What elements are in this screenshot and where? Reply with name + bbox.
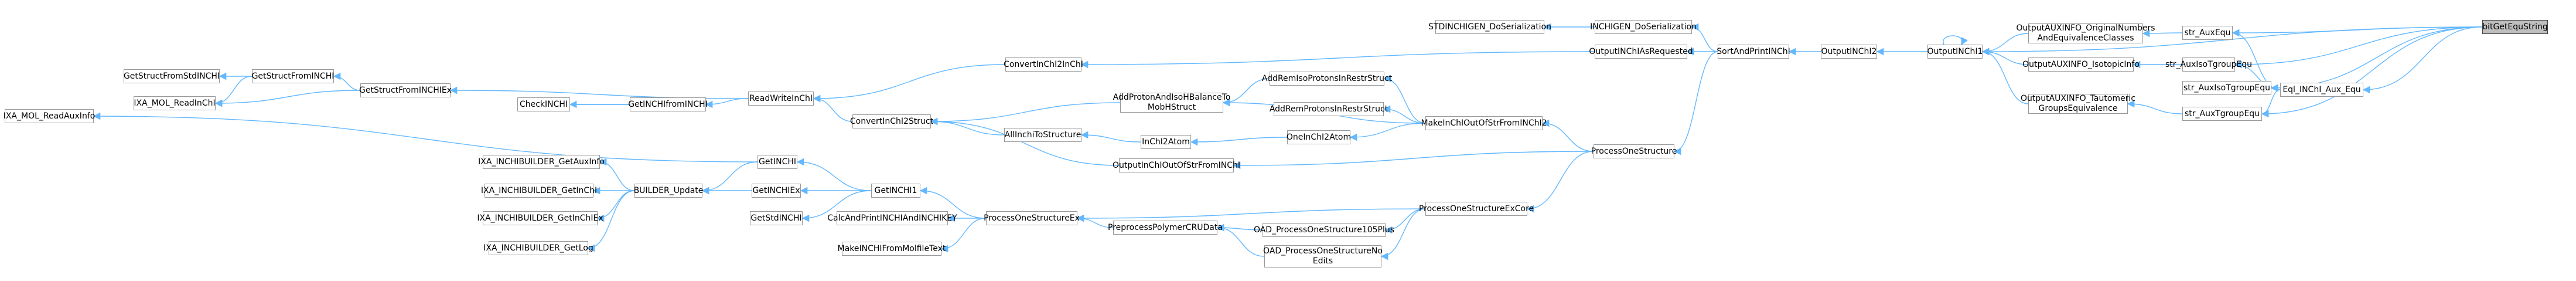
- node-readwriteinchi[interactable]: ReadWriteInChI: [748, 92, 814, 106]
- node-preprocesspolymercrudata[interactable]: PreprocessPolymerCRUData: [1108, 221, 1223, 235]
- node-processonestructureexcore[interactable]: ProcessOneStructureExCore: [1419, 202, 1534, 216]
- node-addremprotonsinrestrstruct[interactable]: AddRemProtonsInRestrStruct: [1270, 102, 1388, 116]
- edge-22: [1673, 51, 1718, 155]
- edge-8: [2127, 100, 2183, 114]
- node-getstructfrominchiex[interactable]: GetStructFromINCHIEx: [359, 83, 452, 97]
- edge-42: [1080, 131, 1141, 143]
- node-allinchitostructure[interactable]: AllInchiToStructure: [1004, 128, 1081, 142]
- edge-16: [1943, 35, 1968, 46]
- node-stdinchigen-doserialization[interactable]: STDINCHIGEN_DoSerialization: [1428, 20, 1551, 34]
- node-checkinchi[interactable]: CheckINCHI: [517, 97, 570, 111]
- edge-41: [1383, 105, 1426, 124]
- node-str-auxequ[interactable]: str_AuxEqu: [2182, 26, 2233, 40]
- node-outputauxinfo-tautomeric[interactable]: OutputAUXINFO_Tautomeric GroupsEquivalen…: [2020, 94, 2136, 114]
- edge-19: [1691, 23, 1718, 52]
- node-ixa-mol-readinchi[interactable]: IXA_MOL_ReadInChI: [134, 96, 216, 110]
- node-getinchifrominchi[interactable]: GetINCHIfromINCHI: [628, 97, 708, 111]
- edge-30: [214, 76, 253, 107]
- node-sortandprintinchi[interactable]: SortAndPrintINChI: [1717, 45, 1790, 59]
- node-getinchi[interactable]: GetINCHI: [758, 155, 797, 169]
- edge-54: [919, 187, 987, 219]
- node-getinchiex[interactable]: GetINCHIEx: [752, 184, 801, 198]
- edge-3: [2261, 26, 2483, 118]
- edge-1: [2362, 26, 2483, 94]
- edge-49: [1384, 208, 1426, 234]
- node-ixa-inchibuilder-getinchi[interactable]: IXA_INCHIBUILDER_GetInChI: [481, 184, 597, 198]
- edge-26: [705, 98, 749, 109]
- node-getstructfromstdinchi[interactable]: GetStructFromStdINCHI: [124, 69, 220, 83]
- edge-46: [1233, 151, 1594, 170]
- node-processonestructureex[interactable]: ProcessOneStructureEx: [984, 211, 1080, 225]
- edge-53: [1216, 224, 1265, 257]
- node-str-auxisotgroupequ2[interactable]: str_AuxIsoTgroupEqu: [2165, 57, 2252, 72]
- node-str-auxisotgroupequ[interactable]: str_AuxIsoTgroupEqu: [2182, 81, 2271, 95]
- node-calcandprintinchiandinchikey[interactable]: CalcAndPrintINCHIAndINCHIKEY: [827, 211, 957, 225]
- edge-34: [93, 112, 758, 162]
- edge-51: [1076, 214, 1114, 228]
- edge-44: [1349, 123, 1426, 141]
- edge-37: [930, 117, 1120, 166]
- edge-65: [587, 190, 635, 252]
- edge-43: [1190, 137, 1288, 146]
- node-oad-processonestructureno[interactable]: OAD_ProcessOneStructureNo Edits: [1263, 245, 1383, 268]
- edge-23: [1080, 51, 1595, 69]
- edge-2: [2270, 26, 2483, 92]
- edge-59: [801, 190, 872, 222]
- edge-27: [333, 72, 361, 91]
- node-oad-processonestructure105plus[interactable]: OAD_ProcessOneStructure105Plus: [1254, 223, 1394, 237]
- node-ixa-mol-readauxinfo[interactable]: IXA_MOL_ReadAuxInfo: [4, 109, 95, 123]
- node-addremisoprotonsinrestrstruct[interactable]: AddRemIsoProtonsInRestrStruct: [1262, 72, 1392, 86]
- edge-36: [930, 117, 1005, 136]
- edge-15: [1981, 48, 2029, 104]
- node-outputauxinfo-isotopicinfo[interactable]: OutputAUXINFO_IsotopicInfo: [2022, 57, 2140, 72]
- edge-45: [1541, 119, 1594, 152]
- node-convertinchi2struct[interactable]: ConvertInChI2Struct: [850, 114, 933, 128]
- node-getinchi1[interactable]: GetINCHI1: [871, 184, 920, 198]
- node-makeinchifrommolfiletext[interactable]: MakeINCHIFromMolfileText: [838, 242, 946, 256]
- node-inchi2atom[interactable]: InChI2Atom: [1141, 135, 1191, 149]
- edge-47: [1526, 151, 1594, 213]
- node-ixa-inchibuilder-getinchiex[interactable]: IXA_INCHIBUILDER_GetInChIEx: [477, 211, 603, 225]
- node-convertinchi2inchi[interactable]: ConvertInChI2InChI: [1004, 57, 1083, 72]
- edge-57: [796, 158, 872, 191]
- node-outputauxinfo-originalnumbers[interactable]: OutputAUXINFO_OriginalNumbers AndEquival…: [2016, 23, 2155, 43]
- edge-56: [940, 218, 987, 253]
- edge-60: [701, 161, 758, 195]
- node-ixa-inchibuilder-getlog[interactable]: IXA_INCHIBUILDER_GetLog: [483, 241, 593, 255]
- edge-12: [2234, 60, 2281, 90]
- node-getstdinchi[interactable]: GetStdINCHI: [750, 211, 803, 225]
- node-outputinchi1[interactable]: OutputINChI1: [1927, 45, 1983, 59]
- node-getstructfrominchi[interactable]: GetStructFromINCHI: [252, 69, 334, 83]
- node-eql-inchi-aux-equ[interactable]: Eql_INChI_Aux_Equ: [2280, 83, 2363, 97]
- node-outputinchi2[interactable]: OutputINChI2: [1821, 45, 1877, 59]
- edge-28: [214, 90, 361, 107]
- edge-35: [930, 102, 1121, 126]
- edge-62: [599, 158, 635, 191]
- node-ixa-inchibuilder-getauxinfo[interactable]: IXA_INCHIBUILDER_GetAuxInfo: [478, 155, 605, 169]
- edge-33: [813, 94, 853, 122]
- edge-50: [1380, 208, 1426, 260]
- edge-24: [813, 64, 1006, 103]
- edge-48: [1076, 208, 1426, 222]
- edge-11: [2261, 89, 2281, 118]
- node-processonestructure[interactable]: ProcessOneStructure: [1591, 144, 1677, 158]
- node-builder-update[interactable]: BUILDER_Update: [634, 184, 703, 198]
- node-inchigen-doserialization[interactable]: INCHIGEN_DoSerialization: [1590, 20, 1697, 34]
- node-outputinchiasrequested[interactable]: OutputINChIAsRequested: [1589, 45, 1693, 59]
- node-str-auxtgroupequ[interactable]: str_AuxTgroupEqu: [2182, 107, 2262, 121]
- edge-40: [1383, 75, 1426, 124]
- node-oneinchi2atom[interactable]: OneInChI2Atom: [1287, 130, 1351, 144]
- node-ktgetequstring: bitGetEquString: [2482, 20, 2548, 34]
- node-makeinchioutofstrfrominchi2[interactable]: MakeInChIOutOfStrFromINChI2: [1421, 116, 1547, 130]
- node-outputinchioutofstrfrominchi[interactable]: OutputInChIOutOfStrFromINChI: [1113, 158, 1240, 172]
- node-addprotonandisohbalanceto[interactable]: AddProtonAndIsoHBalanceTo MobHStruct: [1113, 93, 1231, 113]
- edge-4: [2234, 26, 2483, 69]
